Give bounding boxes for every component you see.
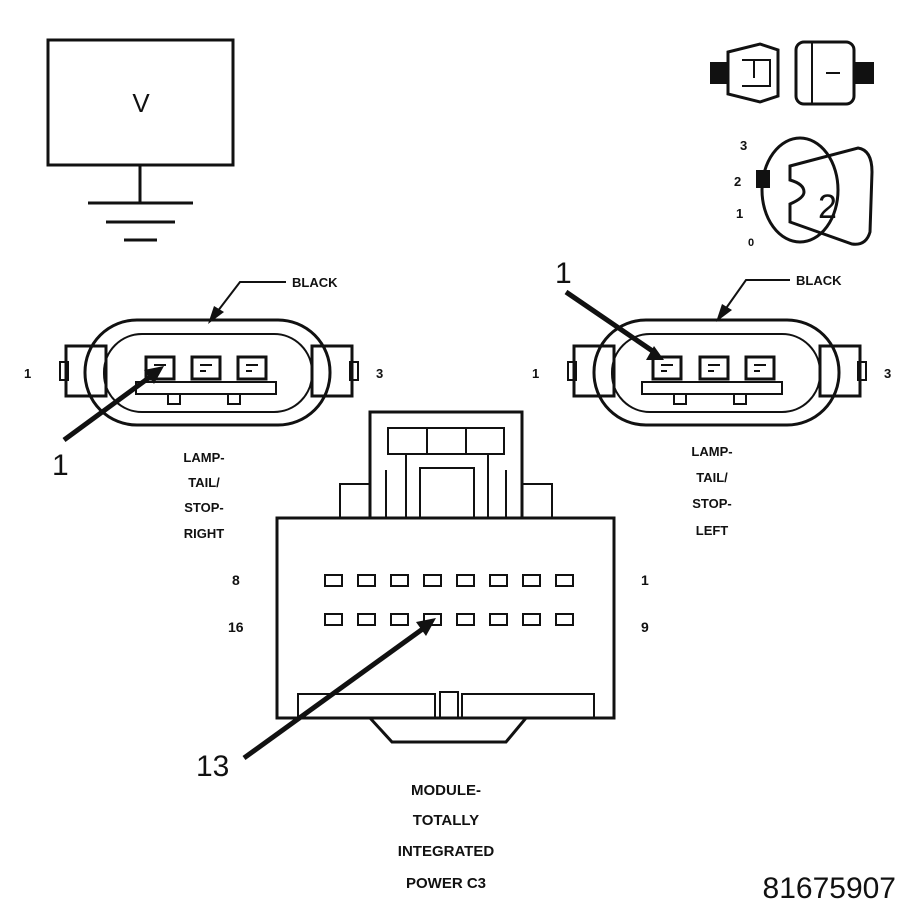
ignition-key xyxy=(788,146,874,246)
connector-left-body xyxy=(592,318,841,427)
connector-left-terminal-3[interactable] xyxy=(744,355,776,381)
module-cavity[interactable] xyxy=(357,613,376,626)
connector-left-terminal-2[interactable] xyxy=(698,355,730,381)
module-cavity[interactable] xyxy=(324,574,343,587)
voltmeter-label: V xyxy=(132,88,150,118)
module-pin-label-1: 1 xyxy=(641,572,649,588)
connector-right-name-line-1: LAMP- xyxy=(183,450,224,465)
module-cavity-13[interactable] xyxy=(423,613,442,626)
module-tipm-c3-connector: 8 1 16 9 13 MODULE- TOTALLY INTEGRATED P… xyxy=(196,410,649,892)
module-cavity[interactable] xyxy=(522,574,541,587)
ignition-position-2: 2 xyxy=(734,174,741,189)
module-body xyxy=(275,516,616,720)
connector-left-callout: 1 xyxy=(555,257,572,290)
module-pin-row-2 xyxy=(324,613,574,626)
connector-left-name-line-4: LEFT xyxy=(696,523,729,538)
module-cavity[interactable] xyxy=(423,574,442,587)
connector-left-terminal-1[interactable] xyxy=(651,355,683,381)
connector-right-terminal-2[interactable] xyxy=(190,355,222,381)
connector-right-name-line-2: TAIL/ xyxy=(188,475,220,490)
module-callout: 13 xyxy=(196,750,229,783)
ignition-switch-icon: 3 2 1 0 2 xyxy=(734,136,874,249)
module-pin-label-8: 8 xyxy=(232,572,240,588)
connector-right-color-label: BLACK xyxy=(292,275,338,290)
connector-lamp-left: BLACK 1 3 1 LAMP- TAIL/ STOP- LEFT xyxy=(532,257,891,538)
module-name-line-2: TOTALLY xyxy=(413,812,479,829)
module-cavity[interactable] xyxy=(489,574,508,587)
module-cavity[interactable] xyxy=(390,613,409,626)
connector-right-name-line-3: STOP- xyxy=(184,500,224,515)
connector-left-callout-arrow xyxy=(564,289,656,355)
module-cavity[interactable] xyxy=(456,613,475,626)
ignition-cylinder xyxy=(760,136,840,244)
voltmeter-ground-symbol: V xyxy=(46,38,235,242)
connector-left-name-line-1: LAMP- xyxy=(691,444,732,459)
disconnected-connector-icon xyxy=(710,40,874,106)
module-cavity[interactable] xyxy=(489,613,508,626)
ignition-position-0: 0 xyxy=(748,237,754,249)
module-pin-row-1 xyxy=(324,574,574,587)
connector-left-color-leader xyxy=(721,279,790,315)
connector-left-name-line-3: STOP- xyxy=(692,496,732,511)
connector-right-pin-3: 3 xyxy=(376,366,383,381)
connector-left-pin-1: 1 xyxy=(532,366,539,381)
connector-right-name-line-4: RIGHT xyxy=(184,526,225,541)
module-cavity[interactable] xyxy=(390,574,409,587)
module-cavity[interactable] xyxy=(555,574,574,587)
connector-right-pin-1: 1 xyxy=(24,366,31,381)
module-name-line-4: POWER C3 xyxy=(406,875,486,892)
connector-right-callout: 1 xyxy=(52,449,69,482)
connector-right-body xyxy=(83,318,332,427)
connector-right-color-leader xyxy=(213,281,286,317)
module-cavity[interactable] xyxy=(456,574,475,587)
connector-right-terminal-1[interactable] xyxy=(144,355,176,381)
module-pin-label-16: 16 xyxy=(228,619,244,635)
ignition-indicator xyxy=(756,170,770,188)
connector-left-color-label: BLACK xyxy=(796,273,842,288)
connector-lamp-right: BLACK 1 3 1 LAMP- TAIL/ STOP- RIGHT xyxy=(24,275,383,541)
module-callout-arrow xyxy=(242,625,426,761)
connector-right-callout-arrow xyxy=(62,371,156,443)
module-name-line-1: MODULE- xyxy=(411,782,481,799)
module-cavity[interactable] xyxy=(324,613,343,626)
figure-id: 81675907 xyxy=(763,872,896,905)
module-cavity[interactable] xyxy=(357,574,376,587)
ignition-key-position-label: 2 xyxy=(818,188,837,226)
ignition-position-3: 3 xyxy=(740,138,747,153)
module-cavity[interactable] xyxy=(522,613,541,626)
connector-left-pin-3: 3 xyxy=(884,366,891,381)
module-pin-label-9: 9 xyxy=(641,619,649,635)
connector-right-terminal-3[interactable] xyxy=(236,355,268,381)
module-name-line-3: INTEGRATED xyxy=(398,843,495,860)
module-cavity[interactable] xyxy=(555,613,574,626)
ignition-position-1: 1 xyxy=(736,206,743,221)
connector-left-name-line-2: TAIL/ xyxy=(696,470,728,485)
